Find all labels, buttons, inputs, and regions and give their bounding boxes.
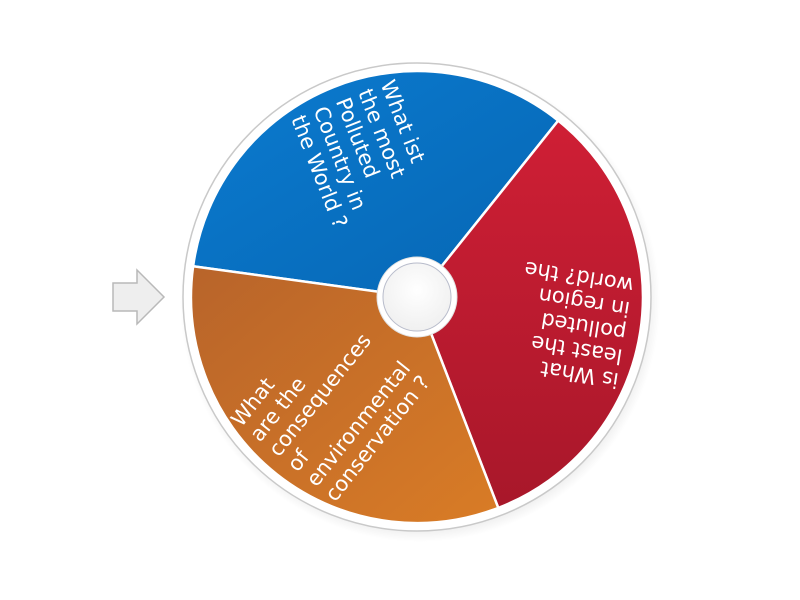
wheel-segment-blue[interactable] [191,69,560,299]
wheel-segment-red[interactable] [415,118,645,510]
spin-pointer-arrow[interactable] [112,268,166,326]
segment-red-text: is What least the polluted in region wor… [523,257,636,393]
spin-wheel[interactable]: What ist the most Polluted Country in th… [180,62,660,542]
arrow-right-icon [112,268,166,326]
wheel-hub[interactable] [382,262,452,332]
